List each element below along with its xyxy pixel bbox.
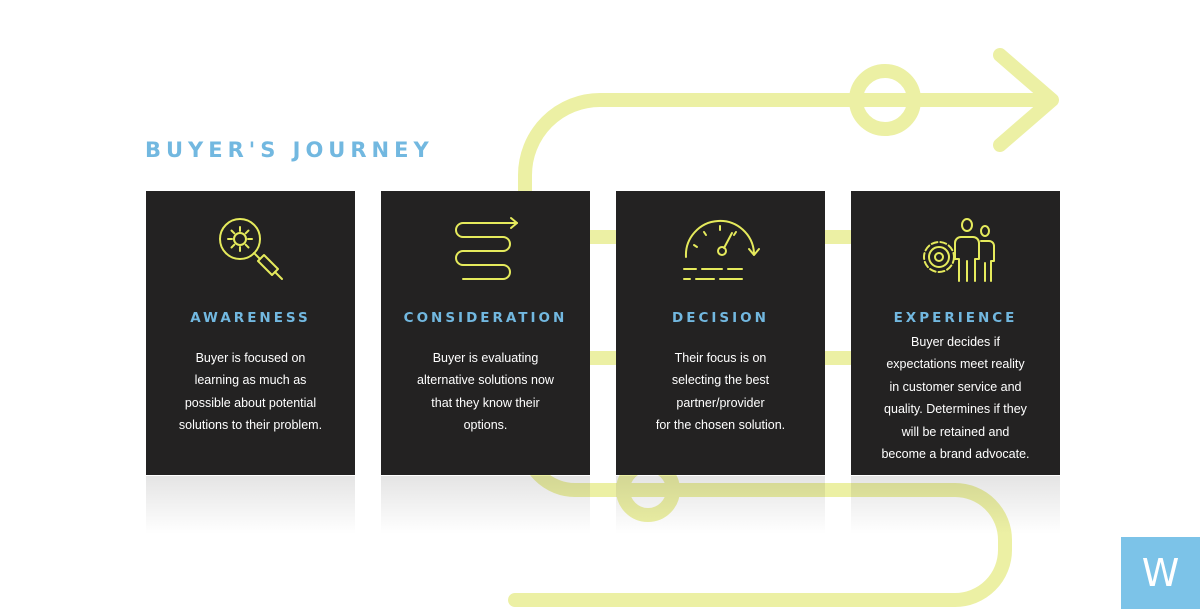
stage-description: Buyer is focused on learning as much as … xyxy=(178,351,323,433)
magnifier-gear-icon xyxy=(219,218,283,280)
stage-description: Their focus is on selecting the best par… xyxy=(655,351,786,433)
card-reflection xyxy=(851,476,1060,534)
stage-card-awareness: AWARENESS Buyer is focused on learning a… xyxy=(146,191,355,475)
stage-card-decision: DECISION Their focus is on selecting the… xyxy=(616,191,825,475)
card-reflection xyxy=(146,476,355,534)
page-title: BUYER'S JOURNEY xyxy=(145,138,434,162)
stage-description: Buyer is evaluating alternative solution… xyxy=(417,351,554,433)
winding-path-icon xyxy=(455,217,518,280)
stage-card-experience: EXPERIENCE Buyer decides if expectations… xyxy=(851,191,1060,475)
card-reflection xyxy=(381,476,590,534)
stage-heading: AWARENESS xyxy=(190,310,311,326)
card-reflection xyxy=(616,476,825,534)
stage-heading: EXPERIENCE xyxy=(893,310,1018,326)
stage-description: Buyer decides if expectations meet reali… xyxy=(881,335,1030,462)
stage-card-consideration: CONSIDERATION Buyer is evaluating altern… xyxy=(381,191,590,475)
stage-heading: DECISION xyxy=(672,310,769,326)
gear-people-icon xyxy=(923,218,995,282)
stage-heading: CONSIDERATION xyxy=(403,310,568,326)
brand-logo[interactable]: W xyxy=(1121,537,1200,609)
logo-letter: W xyxy=(1141,551,1180,595)
speedometer-icon xyxy=(683,219,760,280)
